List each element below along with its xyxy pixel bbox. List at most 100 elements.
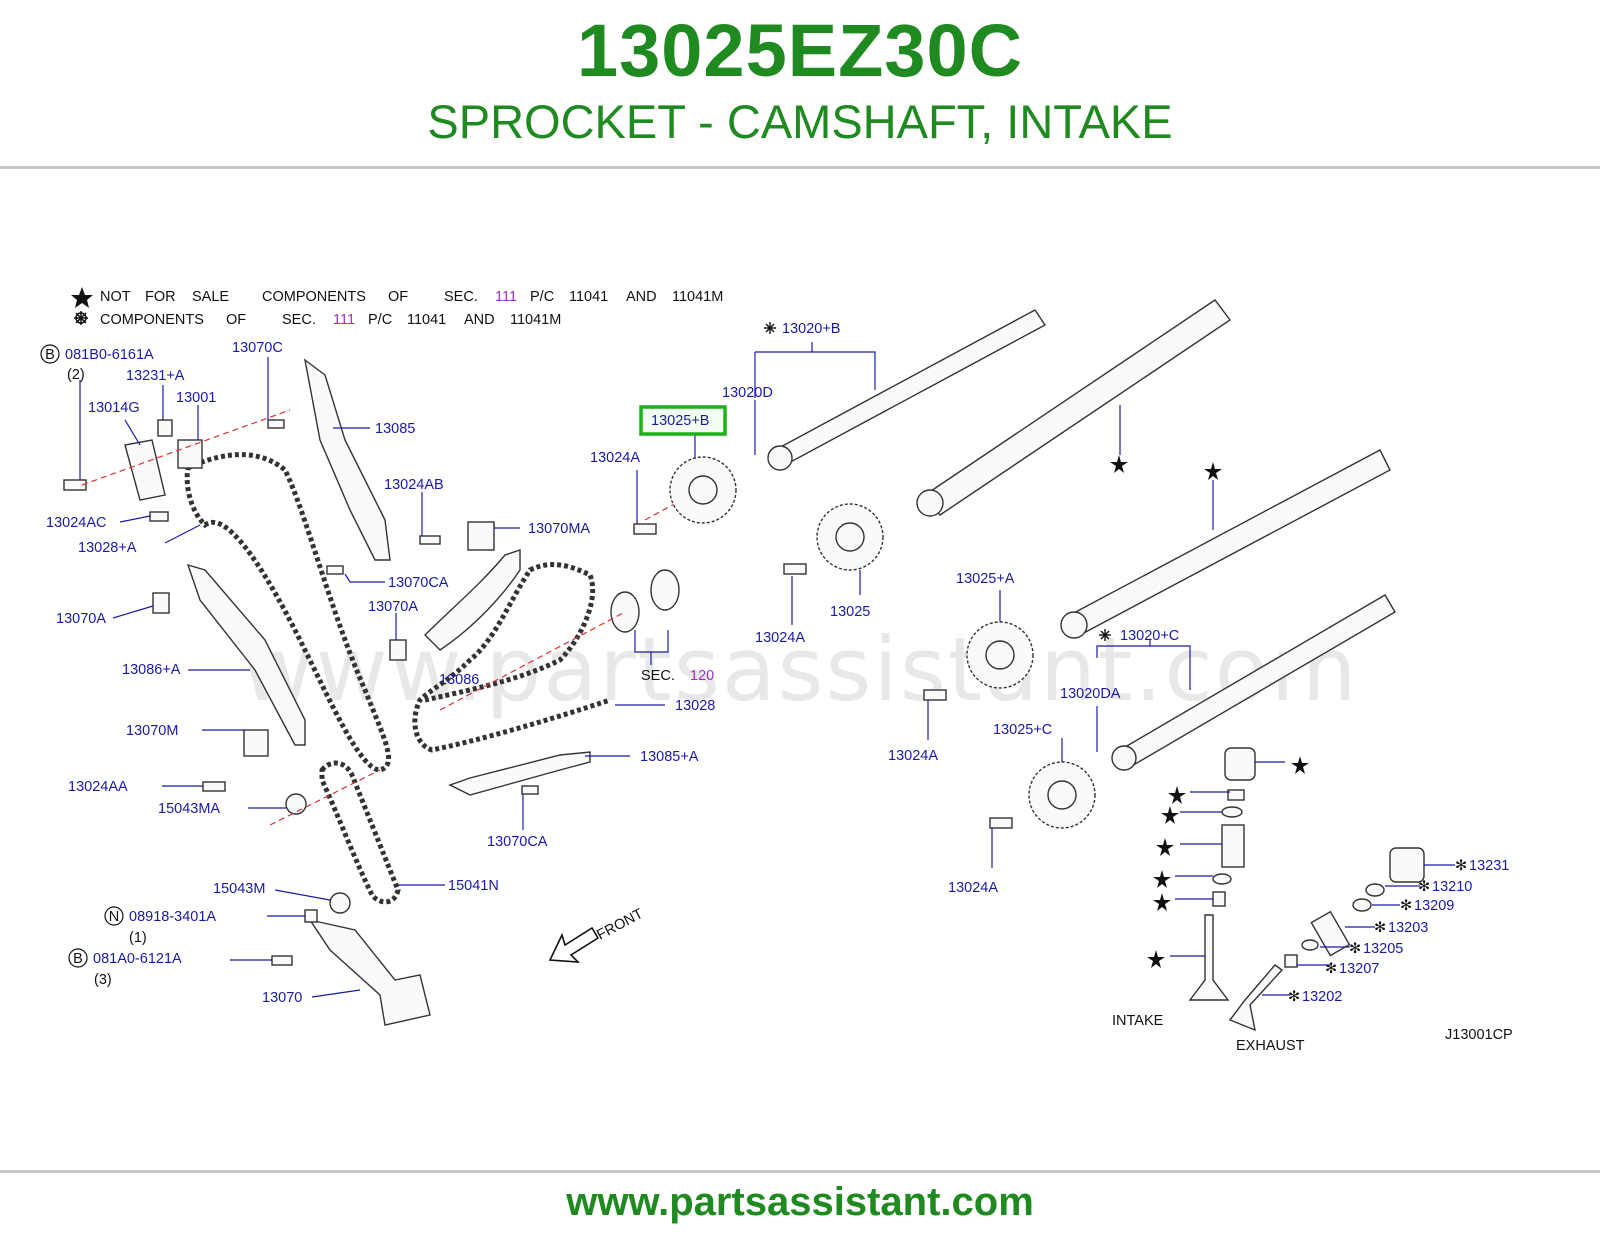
slack-guide-13085A [448,751,591,796]
valve-exhaust [1228,964,1284,1032]
callout-13020C[interactable]: 13020+C [1120,628,1179,644]
sprocket-hub [985,640,1015,670]
part-number-title: 13025EZ30C [576,9,1024,92]
callout-13070MA[interactable]: 13070MA [528,521,590,537]
part-description: SPROCKET - CAMSHAFT, INTAKE [427,95,1173,148]
legend-word: 11041 [407,312,446,328]
quantity-label: (2) [67,367,85,383]
callout-13024A[interactable]: 13024A [590,450,640,466]
badge-n: N [104,906,124,926]
bolt-13024A-1 [633,523,657,535]
not-for-sale-markers [1110,455,1309,968]
leader-line [124,419,141,446]
spring-intake [1221,824,1245,868]
legend-word: 11041M [672,289,723,305]
asterisk-icon: ✻ [1288,989,1300,1005]
callout-081A0-6121A[interactable]: 081A0-6121A [93,951,182,967]
callout-13028[interactable]: 13028 [675,698,715,714]
sprocket-hub [1047,780,1077,810]
callout-13024AA[interactable]: 13024AA [68,779,128,795]
callout-13025B-highlighted[interactable]: 13025+B [651,413,709,429]
callout-13024A[interactable]: 13024A [755,630,805,646]
legend-word: 11041 [569,289,608,305]
camshaft-assembly-upper [923,299,1232,516]
bracket-line [1096,645,1191,690]
washer-exhaust [1301,939,1319,951]
callout-13210[interactable]: 13210 [1432,879,1472,895]
callout-15043MA[interactable]: 15043MA [158,801,220,817]
asterisk-markers: ✻ ✻ ✻ ✻ ✻ ✻ ✻ [1288,858,1467,1005]
bolt-081B0 [63,479,87,491]
callout-13070C[interactable]: 13070C [232,340,283,356]
callout-13014G[interactable]: 13014G [88,400,140,416]
asterisk-icon: ✻ [1418,879,1430,895]
callout-13024AB[interactable]: 13024AB [384,477,444,493]
sec-reference-number[interactable]: 120 [690,668,714,684]
svg-text:B: B [73,951,83,967]
bolt-13024AA [202,781,226,792]
callout-13070CA[interactable]: 13070CA [487,834,548,850]
callout-13070M[interactable]: 13070M [126,723,178,739]
nut-08918 [304,909,318,923]
callout-13085[interactable]: 13085 [375,421,415,437]
callout-13024A[interactable]: 13024A [948,880,998,896]
cam-sprockets-artwork [633,456,1096,829]
callout-13085A[interactable]: 13085+A [640,749,699,765]
bolt-081A0 [271,955,293,966]
callout-13001[interactable]: 13001 [176,390,216,406]
legend-word: P/C [530,289,554,305]
callout-15043M[interactable]: 15043M [213,881,265,897]
seal-intake [1212,891,1226,907]
callout-13028A[interactable]: 13028+A [78,540,137,556]
callout-13231A[interactable]: 13231+A [126,368,185,384]
camshaft-end [1060,611,1088,639]
legend-word: FOR [145,289,176,305]
callout-13070A[interactable]: 13070A [56,611,106,627]
retainer-intake [1227,789,1245,801]
callout-13020B[interactable]: 13020+B [782,321,840,337]
bolt-13024AB [419,535,441,545]
bolt-13070CA-lower [521,785,539,795]
legend-word: SALE [192,289,229,305]
svg-text:N: N [109,909,119,925]
leader-lines [79,342,1455,998]
callout-13020DA[interactable]: 13020DA [1060,686,1121,702]
callout-13070CA[interactable]: 13070CA [388,575,449,591]
legend-word: P/C [368,312,392,328]
leader-line [119,515,151,523]
callout-13086[interactable]: 13086 [439,672,479,688]
callout-13025A[interactable]: 13025+A [956,571,1015,587]
callout-13205[interactable]: 13205 [1363,941,1403,957]
axis-line [81,409,291,486]
callout-13070A[interactable]: 13070A [368,599,418,615]
callout-13203[interactable]: 13203 [1388,920,1428,936]
legend-sec-number: 111 [495,289,517,305]
leader-line [311,989,361,998]
callout-15041N[interactable]: 15041N [448,878,499,894]
highlighted-part-box[interactable] [639,405,727,436]
footer-url[interactable]: www.partsassistant.com [566,1180,1034,1224]
callout-13025C[interactable]: 13025+C [993,722,1052,738]
asterisk-icon [764,322,776,334]
axis-line [439,611,626,711]
callout-13202[interactable]: 13202 [1302,989,1342,1005]
legend-word: OF [226,312,246,328]
callout-13024A[interactable]: 13024A [888,748,938,764]
callout-13207[interactable]: 13207 [1339,961,1379,977]
callout-13070[interactable]: 13070 [262,990,302,1006]
star-icon [1147,950,1165,968]
legend-word: OF [388,289,408,305]
callout-13020D[interactable]: 13020D [722,385,773,401]
callout-13209[interactable]: 13209 [1414,898,1454,914]
callout-081B0-6161A[interactable]: 081B0-6161A [65,347,154,363]
callout-13024AC[interactable]: 13024AC [46,515,106,531]
callout-08918-3401A[interactable]: 08918-3401A [129,909,216,925]
legend-star-row: NOT FOR SALE COMPONENTS OF SEC. 111 P/C … [100,289,723,305]
legend-word: AND [464,312,495,328]
callout-13025[interactable]: 13025 [830,604,870,620]
quantity-label: (1) [129,930,147,946]
callout-13086A[interactable]: 13086+A [122,662,181,678]
callout-13231[interactable]: 13231 [1469,858,1509,874]
camshaft-end [1111,745,1137,771]
chain-guide-13085 [303,358,391,561]
